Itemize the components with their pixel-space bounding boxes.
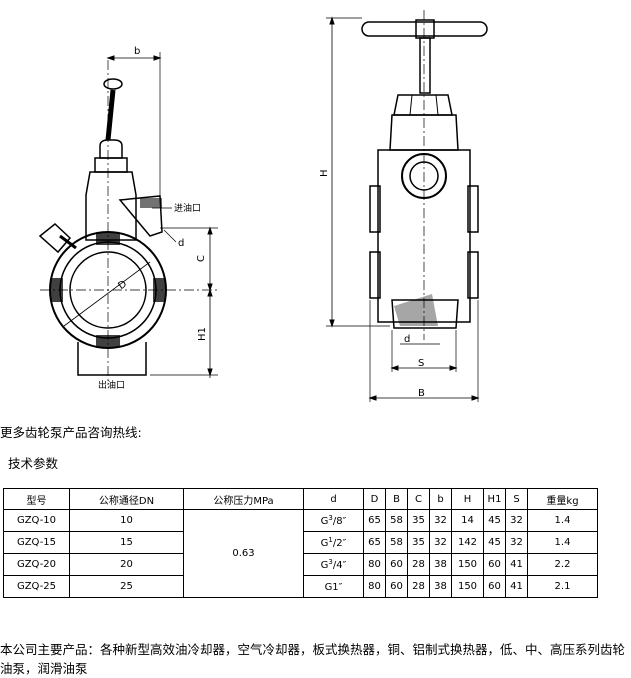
header-model: 型号 (3, 488, 70, 510)
header-H1: H1 (483, 488, 506, 510)
cell-b: 32 (429, 531, 452, 554)
cell-C: 35 (407, 531, 430, 554)
table-row: GZQ-10 10 0.63 G3/8″ 65 58 35 32 14 45 3… (3, 509, 598, 598)
cell-weight: 1.4 (527, 531, 598, 554)
cell-H1: 60 (483, 575, 506, 598)
cell-d: G1/2″ (303, 531, 364, 554)
label-S: S (418, 358, 424, 369)
header-D: D (363, 488, 386, 510)
cell-model: GZQ-20 (3, 553, 70, 576)
cell-C: 28 (407, 575, 430, 598)
table-row: GZQ-20 20 G3/4″ 80 60 28 38 150 60 41 2.… (3, 553, 598, 576)
label-B: B (418, 388, 425, 399)
valve-technical-drawing: b 进油口 d C D H1 出油口 H d S B (38, 10, 488, 402)
header-b: b (429, 488, 452, 510)
cell-weight: 2.2 (527, 553, 598, 576)
cell-pressure: 0.63 (183, 509, 304, 598)
cell-S: 41 (505, 553, 528, 576)
footer-products-text: 本公司主要产品：各种新型高效油冷却器，空气冷却器，板式换热器，铜、铝制式换热器，… (0, 642, 626, 676)
cell-H1: 45 (483, 509, 506, 532)
cell-S: 41 (505, 575, 528, 598)
label-d-left: d (178, 238, 184, 249)
label-d-right: d (404, 334, 410, 345)
cell-C: 28 (407, 553, 430, 576)
cell-H: 14 (451, 509, 484, 532)
tech-params-heading: 技术参数 (8, 456, 59, 471)
cell-B: 58 (385, 531, 408, 554)
header-dn: 公称通径DN (69, 488, 184, 510)
header-S: S (505, 488, 528, 510)
cell-C: 35 (407, 509, 430, 532)
label-H1: H1 (197, 327, 208, 341)
header-d: d (303, 488, 364, 510)
cell-S: 32 (505, 509, 528, 532)
header-H: H (451, 488, 484, 510)
header-C: C (407, 488, 430, 510)
label-H: H (319, 169, 330, 177)
label-inlet: 进油口 (174, 202, 201, 214)
cell-D: 65 (363, 531, 386, 554)
cell-d: G3/8″ (303, 509, 364, 532)
header-pressure: 公称压力MPa (183, 488, 304, 510)
cell-d: G3/4″ (303, 553, 364, 576)
header-weight: 重量kg (527, 488, 598, 510)
table-row: GZQ-25 25 G1″ 80 60 28 38 150 60 41 2.1 (3, 575, 598, 598)
cell-H: 150 (451, 553, 484, 576)
cell-S: 32 (505, 531, 528, 554)
front-view (326, 10, 488, 402)
cell-b: 38 (429, 553, 452, 576)
cell-model: GZQ-15 (3, 531, 70, 554)
cell-H1: 60 (483, 553, 506, 576)
cell-dn: 25 (69, 575, 184, 598)
cell-weight: 1.4 (527, 509, 598, 532)
cell-b: 38 (429, 575, 452, 598)
label-b: b (134, 46, 140, 57)
cell-B: 58 (385, 509, 408, 532)
header-B: B (385, 488, 408, 510)
cell-B: 60 (385, 553, 408, 576)
cell-d: G1″ (303, 575, 364, 598)
cell-weight: 2.1 (527, 575, 598, 598)
cell-H1: 45 (483, 531, 506, 554)
cell-D: 80 (363, 575, 386, 598)
cell-H: 150 (451, 575, 484, 598)
label-outlet: 出油口 (98, 379, 125, 391)
cell-B: 60 (385, 575, 408, 598)
cell-D: 65 (363, 509, 386, 532)
cell-model: GZQ-10 (3, 509, 70, 532)
cell-D: 80 (363, 553, 386, 576)
label-C: C (196, 255, 207, 262)
cell-model: GZQ-25 (3, 575, 70, 598)
cell-H: 142 (451, 531, 484, 554)
hotline-text: 更多齿轮泵产品咨询热线: (0, 425, 142, 440)
cell-dn: 10 (69, 509, 184, 532)
cell-b: 32 (429, 509, 452, 532)
cell-dn: 15 (69, 531, 184, 554)
cell-dn: 20 (69, 553, 184, 576)
params-table: 型号 公称通径DN 公称压力MPa d D B C b H H1 S 重量kg … (3, 488, 598, 598)
side-view (38, 52, 220, 385)
table-row: GZQ-15 15 G1/2″ 65 58 35 32 142 45 32 1.… (3, 531, 598, 554)
table-header-row: 型号 公称通径DN 公称压力MPa d D B C b H H1 S 重量kg (3, 488, 598, 510)
